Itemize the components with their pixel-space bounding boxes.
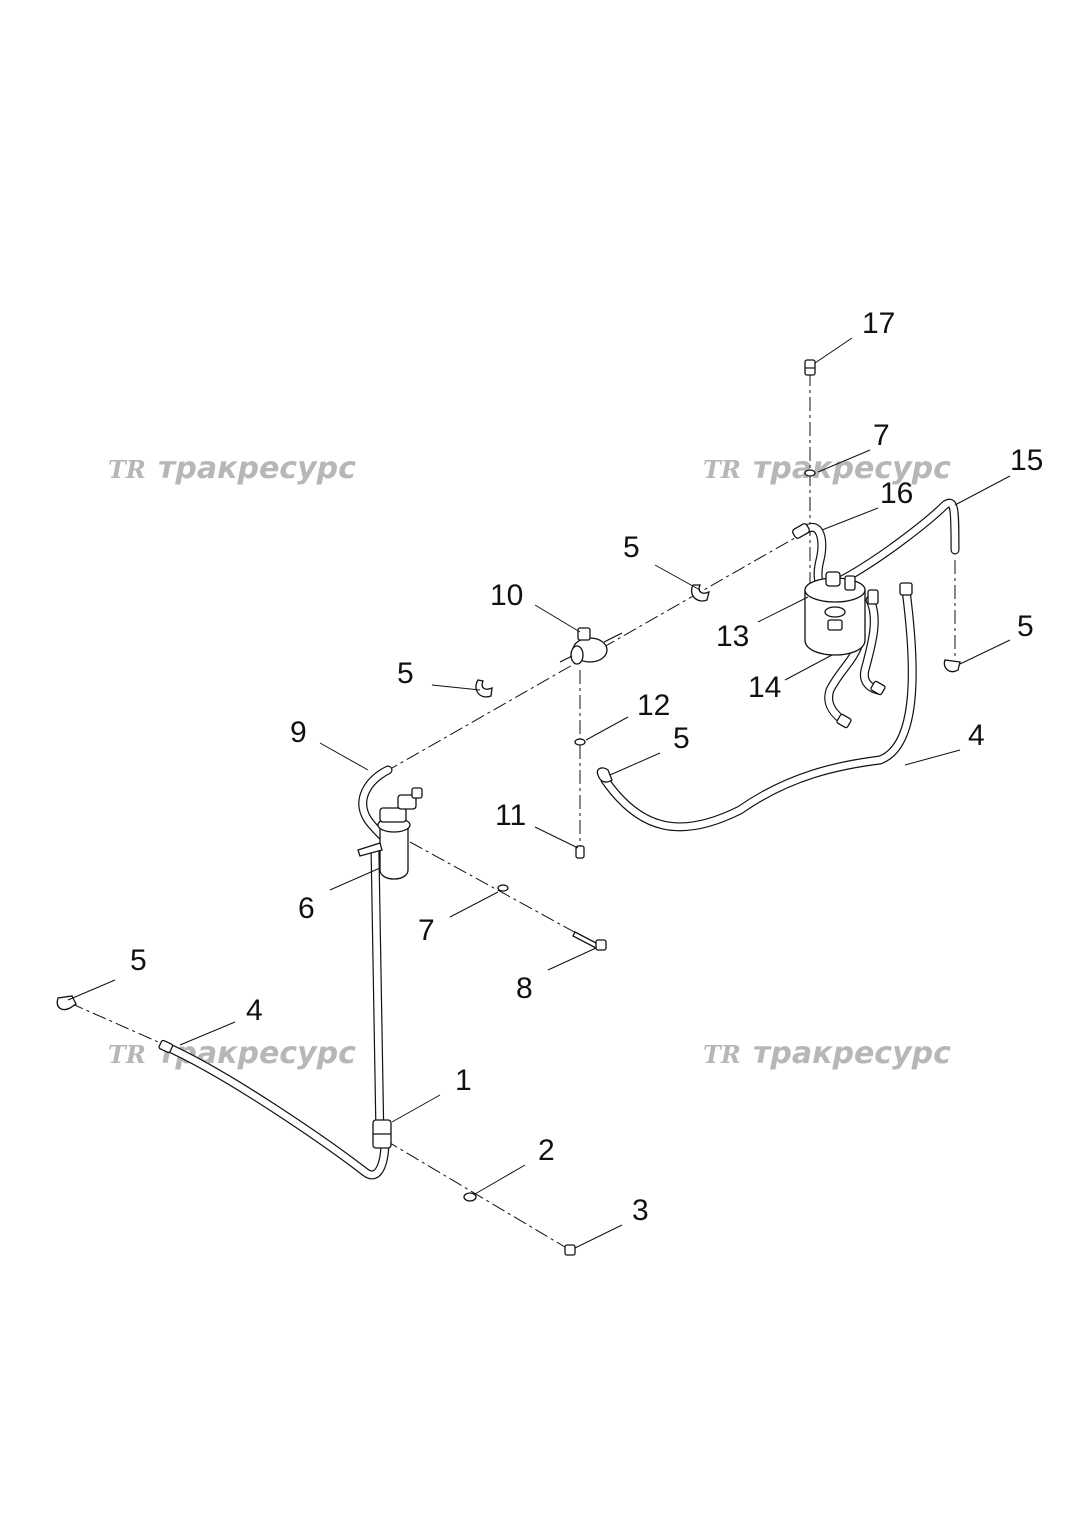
callout-5-upper: 5 [623,531,640,564]
callout-17: 17 [862,307,895,340]
fitting-14-lower-right [870,680,886,696]
washer-7-middle [497,884,509,892]
bolt-17 [804,359,816,376]
clamp-5-left [56,995,77,1011]
axis-bottom-bolt [384,1139,571,1251]
callout-8: 8 [516,972,533,1005]
pump-10 [559,627,623,665]
watermark-logo: TR [703,455,741,484]
watermark-bottom-left: TR тракресурс [108,1036,356,1071]
callout-5-hose: 5 [673,722,690,755]
hoses [160,498,960,1180]
callout-3: 3 [632,1194,649,1227]
axis-left-clip [69,1002,166,1046]
leader-lines [67,337,1011,1249]
bolt-8 [572,931,607,951]
callout-4-left: 4 [246,994,263,1027]
callout-5-right: 5 [1017,610,1034,643]
watermark-top-left: TR тракресурс [108,451,356,486]
callout-14: 14 [748,671,781,704]
fitting-16 [792,523,810,539]
filter-14 [804,571,879,656]
callout-15: 15 [1010,444,1043,477]
watermark-text: тракресурс [158,451,356,486]
hose-4-left-end [158,1039,174,1054]
watermark-top-right: TR тракресурс [703,451,951,486]
bracket-1 [372,1119,392,1149]
washer-7-top [804,469,816,477]
callout-13: 13 [716,620,749,653]
bolt-11 [575,845,585,859]
callout-9: 9 [290,716,307,749]
callout-4-right: 4 [968,719,985,752]
watermark-logo: TR [108,455,146,484]
clamp-5-right [943,659,961,673]
clamp-5-middle [475,679,493,698]
fitting-14-lower [836,713,852,729]
callout-6: 6 [298,892,315,925]
washer-12 [574,738,586,746]
watermark-bottom-right: TR тракресурс [703,1036,951,1071]
callout-7-middle: 7 [418,914,435,947]
watermark-logo: TR [108,1040,146,1069]
watermark-logo: TR [703,1040,741,1069]
watermark-text: тракресурс [158,1036,356,1071]
filter-6 [357,787,423,880]
bolt-3 [564,1244,576,1256]
callout-5-middle: 5 [397,657,414,690]
callout-12: 12 [637,689,670,722]
callouts: 17 7 15 16 5 10 13 5 14 5 12 5 4 9 11 6 … [130,307,1043,1227]
callout-5-left: 5 [130,944,147,977]
clamp-5-hose [596,767,613,783]
callout-11: 11 [495,799,526,832]
callout-7-top: 7 [873,419,890,452]
watermark-text: тракресурс [753,451,951,486]
watermark-text: тракресурс [753,1036,951,1071]
washer-2 [463,1192,477,1202]
callout-1: 1 [455,1064,472,1097]
axis-filter-bolt [409,841,599,946]
callout-16: 16 [880,477,913,510]
fitting-4-top [899,582,913,596]
callout-10: 10 [490,579,523,612]
callout-2: 2 [538,1134,555,1167]
clamp-5-upper [691,584,710,602]
